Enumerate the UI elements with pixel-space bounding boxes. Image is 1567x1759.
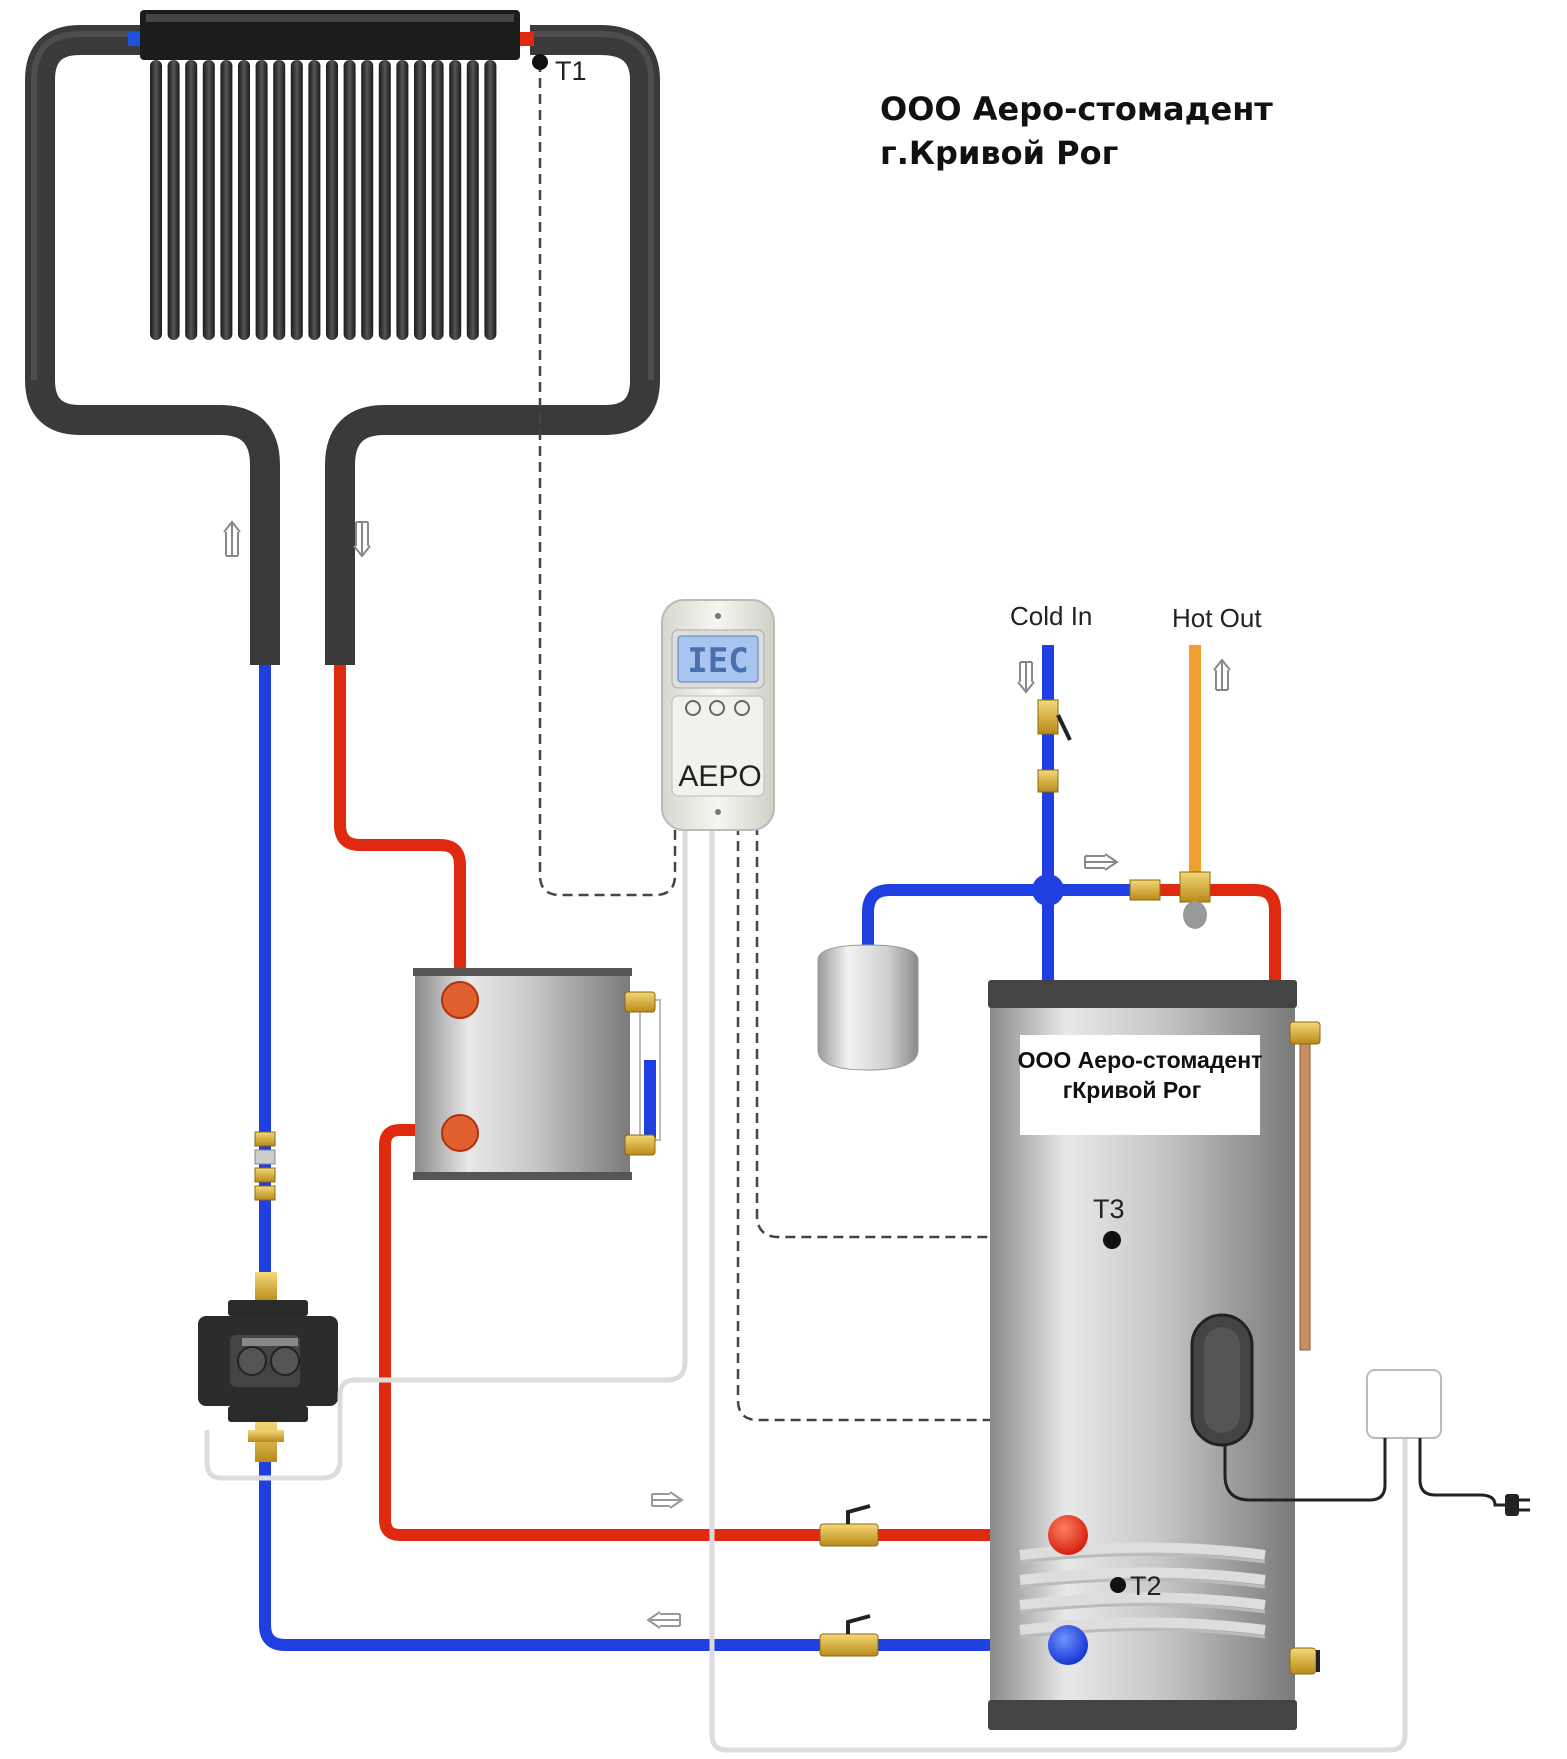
dhw-piping xyxy=(862,645,1281,985)
vacuum-tube xyxy=(255,60,268,340)
power-cables xyxy=(204,830,1408,1753)
vacuum-tube xyxy=(378,60,391,340)
header: ООО Аеро-стомадент г.Кривой Рог xyxy=(880,90,1273,172)
vacuum-tubes xyxy=(150,60,497,340)
solar-controller: IEC AEPO xyxy=(661,599,775,831)
vacuum-tube xyxy=(431,60,444,340)
cold-return-pipe-lower xyxy=(259,1460,1065,1651)
vacuum-tube xyxy=(202,60,215,340)
flow-arrow-up-left xyxy=(223,520,241,557)
vacuum-tube xyxy=(326,60,338,340)
vacuum-tube xyxy=(185,60,198,340)
vacuum-tube xyxy=(361,60,374,340)
label-hot-out: Hot Out xyxy=(1172,603,1262,633)
sensor-t1-label: T1 xyxy=(555,56,587,86)
vacuum-tube xyxy=(150,60,162,340)
collector-manifold xyxy=(140,10,520,60)
vacuum-tube xyxy=(238,60,250,340)
collector-loop-insulation xyxy=(25,25,660,665)
riser-fittings xyxy=(254,1131,276,1201)
circulation-pump xyxy=(198,1272,338,1462)
flow-arrow-mixer xyxy=(1084,853,1119,871)
collector-loop-insulation-highlight xyxy=(31,31,654,380)
hot-coil-pipe xyxy=(379,1124,1065,1541)
coil-valves xyxy=(819,1504,879,1657)
vacuum-tube xyxy=(414,60,426,340)
vacuum-tube xyxy=(290,60,303,340)
controller-lcd: IEC xyxy=(687,641,748,681)
flow-arrow-coil-in xyxy=(651,1491,684,1509)
hot-supply-pipe xyxy=(334,665,466,990)
electric-box xyxy=(1223,1369,1530,1516)
vacuum-tube xyxy=(220,60,233,340)
tank-label-city: гКривой Рог xyxy=(1063,1077,1202,1103)
vacuum-tube xyxy=(449,60,462,340)
controller-brand: AEPO xyxy=(678,760,761,793)
header-city: г.Кривой Рог xyxy=(880,134,1118,172)
heat-exchanger-tank xyxy=(413,968,661,1180)
vacuum-tube xyxy=(396,60,409,340)
tank-label-company: ООО Аеро-стомадент xyxy=(1018,1047,1263,1073)
dhw-fittings xyxy=(1037,699,1211,929)
label-cold-in: Cold In xyxy=(1010,601,1092,631)
header-company: ООО Аеро-стомадент xyxy=(880,90,1273,128)
sensor-t3: T3 xyxy=(1093,1194,1125,1249)
sensor-t2-label: T2 xyxy=(1130,1571,1162,1601)
vacuum-tube xyxy=(343,60,356,340)
collector-outlet-stub xyxy=(518,32,534,46)
flow-arrow-down-right xyxy=(353,521,371,558)
tank-coil xyxy=(1019,1542,1266,1635)
storage-tank: ООО Аеро-стомадент гКривой Рог xyxy=(988,980,1321,1730)
solar-collector xyxy=(140,10,520,340)
vacuum-tube xyxy=(466,60,479,340)
flow-arrow-coil-out xyxy=(646,1611,681,1629)
flow-arrow-hot-out xyxy=(1213,658,1231,691)
tank-label-plate xyxy=(1020,1035,1260,1135)
sensor-t1: T1 xyxy=(532,54,587,86)
vacuum-tube xyxy=(167,60,180,340)
cold-tee xyxy=(1032,874,1064,906)
sensor-t3-label: T3 xyxy=(1093,1194,1125,1224)
vacuum-tube xyxy=(273,60,286,340)
vacuum-tube xyxy=(484,60,497,340)
sensor-t2: T2 xyxy=(1110,1571,1162,1601)
flow-arrow-cold-in xyxy=(1017,661,1035,694)
expansion-vessel xyxy=(817,944,919,1071)
vacuum-tube xyxy=(308,60,321,340)
